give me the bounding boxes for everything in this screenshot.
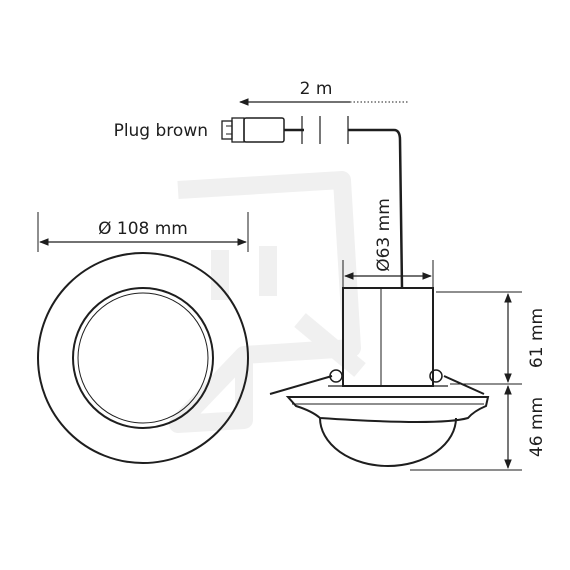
cable-length-label: 2 m <box>300 79 333 99</box>
side-view <box>269 287 490 467</box>
lower-height-label: 46 mm <box>527 397 547 457</box>
body-diameter-dimension: Ø63 mm <box>342 198 434 288</box>
plug-label: Plug brown <box>114 121 208 141</box>
height-dimensions: 61 mm 46 mm <box>410 291 547 471</box>
plug-connector <box>221 116 349 144</box>
cable <box>348 128 404 289</box>
front-diameter-dimension: Ø 108 mm <box>37 212 249 252</box>
upper-height-label: 61 mm <box>527 308 547 368</box>
plug-watermark-icon <box>169 171 366 433</box>
body-diameter-label: Ø63 mm <box>374 198 394 272</box>
cable-length-dimension: 2 m <box>239 79 408 106</box>
front-diameter-label: Ø 108 mm <box>98 219 188 239</box>
front-view <box>37 252 249 464</box>
